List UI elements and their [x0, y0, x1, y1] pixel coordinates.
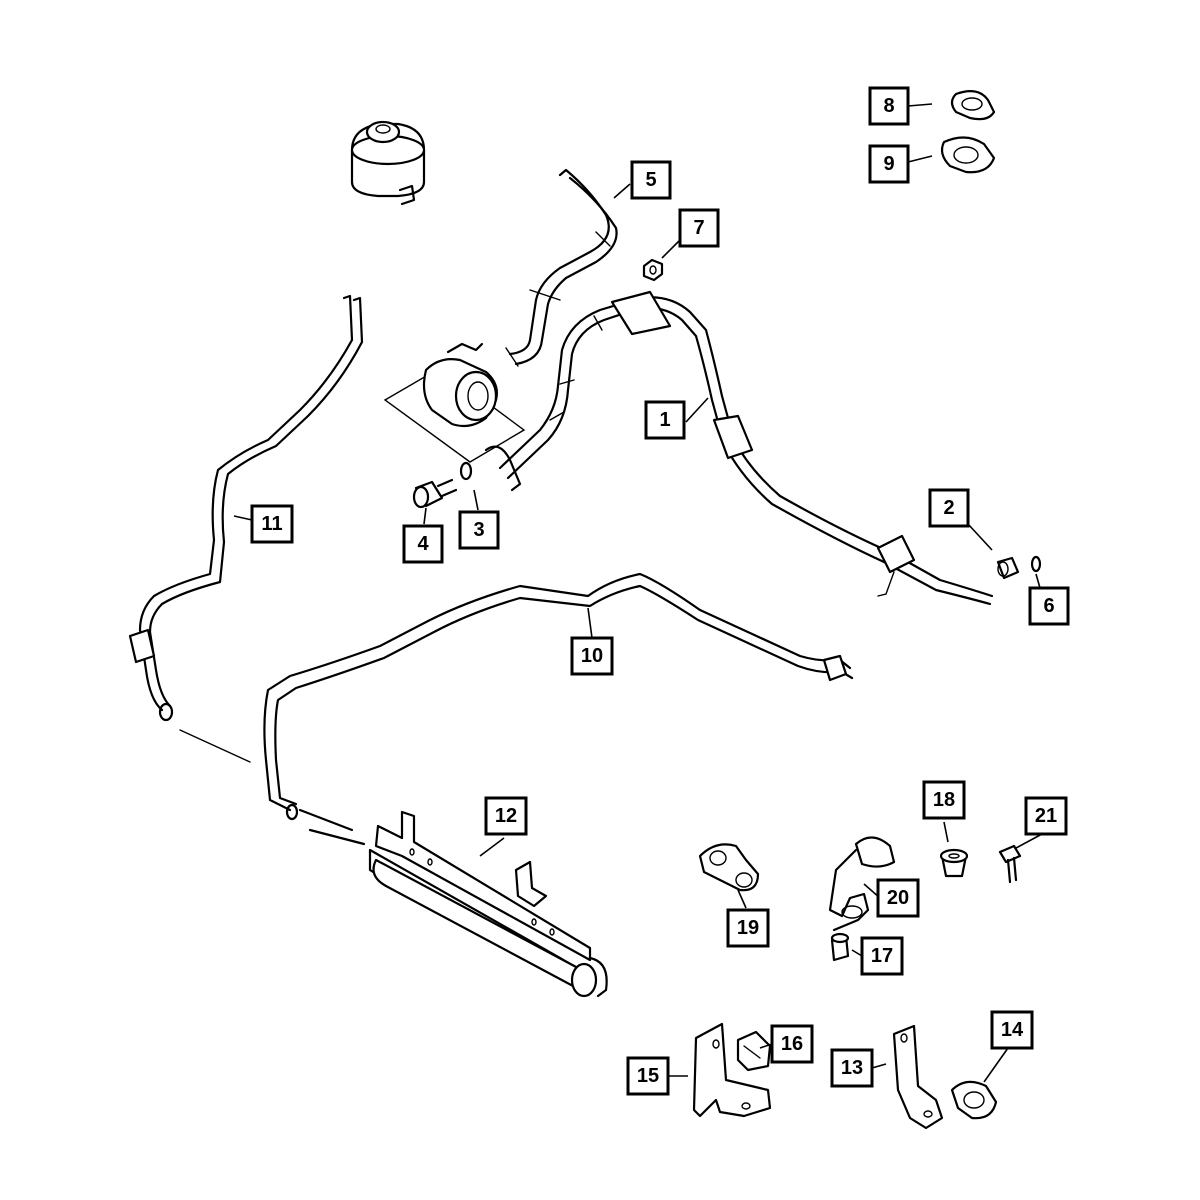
callout-18: 18 — [922, 780, 966, 820]
svg-text:1: 1 — [659, 409, 670, 431]
reservoir-part — [350, 120, 426, 206]
svg-text:2: 2 — [943, 497, 954, 519]
svg-text:5: 5 — [645, 169, 656, 191]
clip-16-part — [736, 1030, 772, 1072]
screw-17-part — [830, 932, 850, 962]
callout-19: 19 — [726, 908, 770, 948]
svg-text:18: 18 — [933, 789, 955, 811]
svg-text:7: 7 — [693, 217, 704, 239]
bracket-13-part — [892, 1024, 944, 1130]
callout-9: 9 — [868, 144, 910, 184]
callout-21: 21 — [1024, 796, 1068, 836]
callout-7: 7 — [678, 208, 720, 248]
leader-lines — [233, 103, 1043, 1083]
nut-part — [642, 258, 664, 282]
svg-text:12: 12 — [495, 805, 517, 827]
callout-11: 11 — [250, 504, 294, 544]
svg-text:13: 13 — [841, 1057, 863, 1079]
svg-text:9: 9 — [883, 153, 894, 175]
clip-19-part — [698, 843, 760, 892]
callout-2: 2 — [928, 488, 970, 528]
svg-text:8: 8 — [883, 95, 894, 117]
svg-text:14: 14 — [1001, 1019, 1024, 1041]
banjo-bolt-part — [412, 478, 458, 509]
svg-text:6: 6 — [1043, 595, 1054, 617]
callout-20: 20 — [876, 878, 920, 918]
callout-15: 15 — [626, 1056, 670, 1096]
svg-text:3: 3 — [473, 519, 484, 541]
svg-text:21: 21 — [1035, 805, 1057, 827]
svg-text:15: 15 — [637, 1065, 659, 1087]
callout-17: 17 — [860, 936, 904, 976]
svg-text:11: 11 — [261, 513, 282, 535]
callout-10: 10 — [570, 636, 614, 676]
callout-14: 14 — [990, 1010, 1034, 1050]
callout-4: 4 — [402, 524, 444, 564]
pressure-hose-part — [498, 290, 994, 606]
svg-text:20: 20 — [887, 887, 909, 909]
callout-8: 8 — [868, 86, 910, 126]
clamp-9-part — [940, 136, 996, 174]
bracket-15-part — [692, 1022, 772, 1118]
bolt-21-part — [998, 844, 1022, 884]
callout-3: 3 — [458, 510, 500, 550]
bracket-20-part — [828, 836, 896, 932]
callout-13: 13 — [830, 1048, 874, 1088]
svg-text:4: 4 — [417, 533, 429, 555]
cooler-return-tube-part — [128, 294, 364, 763]
callout-16: 16 — [770, 1024, 814, 1064]
clamp-14-part — [950, 1080, 998, 1120]
svg-text:17: 17 — [871, 945, 893, 967]
svg-text:19: 19 — [737, 917, 759, 939]
return-hose-part — [505, 168, 618, 367]
callout-1: 1 — [644, 400, 686, 440]
oil-cooler-part — [298, 808, 608, 998]
pump-part — [383, 342, 526, 492]
fitting-part — [996, 556, 1020, 580]
callout-6: 6 — [1028, 586, 1070, 626]
grommet-18-part — [939, 848, 969, 878]
svg-text:16: 16 — [781, 1033, 803, 1055]
clamp-8-part — [950, 89, 996, 121]
callout-12: 12 — [484, 796, 528, 836]
svg-text:10: 10 — [581, 645, 603, 667]
cooler-supply-tube-part — [263, 572, 854, 821]
o-ring-part — [1030, 555, 1042, 573]
callout-5: 5 — [630, 160, 672, 200]
washer-part — [459, 461, 473, 481]
